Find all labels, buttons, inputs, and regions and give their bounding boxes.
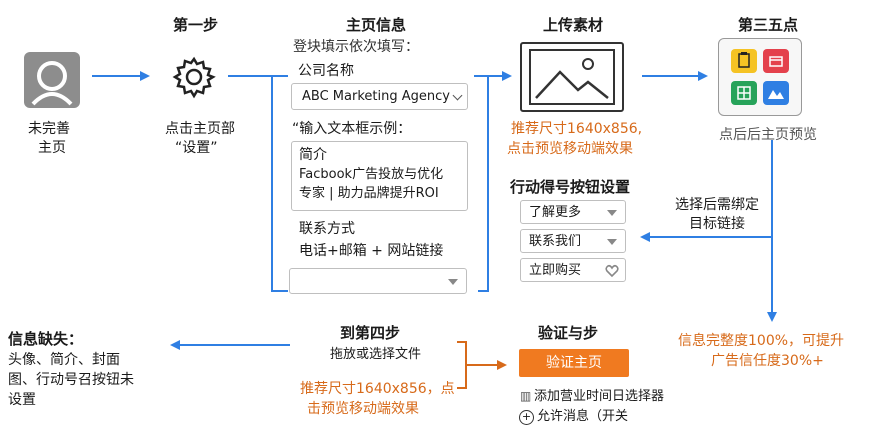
- step4-note-1: 推荐尺寸1640x856，点: [300, 381, 455, 397]
- heart-icon: [605, 263, 619, 282]
- contact-value: 电话+邮箱 + 网站链接: [299, 243, 444, 259]
- step4-title: 到第四步: [340, 324, 401, 342]
- verify-item-1: 添加营业时间日选择器: [534, 389, 665, 404]
- missing-line2: 图、行动号召按钮未: [8, 372, 134, 388]
- bind-note-1: 选择后需绑定: [675, 197, 759, 213]
- cta-option-label: 立即购买: [529, 263, 582, 278]
- settings-caption-2: “设置”: [175, 140, 218, 156]
- empty-select[interactable]: [289, 268, 467, 294]
- calendar-tile-icon: [731, 81, 757, 105]
- info-title: 主页信息: [346, 16, 407, 34]
- intro-textarea[interactable]: 简介 Facbook广告投放与优化 专家 | 助力品牌提升ROI: [291, 141, 468, 211]
- add-circle-icon[interactable]: +: [519, 410, 534, 425]
- verify-item-2: 允许消息（开关: [537, 409, 629, 424]
- verify-title: 验证与步: [538, 324, 599, 342]
- chevron-down-icon: [452, 90, 463, 101]
- info-subtitle: 登块填示依次填写：: [293, 39, 419, 55]
- cta-option-contact-us[interactable]: 联系我们: [520, 229, 626, 253]
- intro-line1: Facbook广告投放与优化: [299, 167, 444, 182]
- preview-panel[interactable]: [718, 38, 802, 116]
- contact-label: 联系方式: [299, 221, 355, 237]
- cta-option-buy-now[interactable]: 立即购买: [520, 258, 626, 282]
- user-caption-1: 未完善: [28, 121, 70, 137]
- step4-note-2: 击预览移动端效果: [307, 401, 419, 417]
- completeness-2: 广告信任度30%+: [711, 353, 824, 369]
- upload-note-1: 推荐尺寸1640x856,: [511, 121, 643, 137]
- user-caption-2: 主页: [38, 140, 66, 156]
- step3-title: 第三五点: [738, 16, 799, 34]
- cta-option-label: 了解更多: [529, 205, 582, 220]
- intro-label: 简介: [299, 147, 327, 163]
- people-tile-icon: [763, 81, 789, 105]
- cta-option-learn-more[interactable]: 了解更多: [520, 200, 626, 224]
- clipboard-tile-icon: [731, 49, 757, 73]
- dropdown-triangle-icon: [607, 210, 617, 216]
- missing-line1: 头像、简介、封面: [8, 352, 120, 368]
- company-select[interactable]: ABC Marketing Agency: [291, 83, 468, 110]
- verify-button[interactable]: 验证主页: [519, 349, 629, 377]
- upload-note-2: 点击预览移动端效果: [507, 141, 633, 157]
- company-label: 公司名称: [298, 63, 354, 79]
- image-upload-icon[interactable]: [520, 42, 624, 112]
- upload-title: 上传素材: [543, 16, 604, 34]
- missing-line3: 设置: [8, 392, 36, 408]
- settings-caption-1: 点击主页部: [165, 121, 235, 137]
- example-label: “输入文本框示例：: [292, 121, 412, 137]
- cta-option-label: 联系我们: [529, 234, 582, 249]
- step3-caption: 点后后主页预览: [719, 127, 817, 143]
- info-bracket-left: [271, 76, 288, 292]
- missing-title: 信息缺失：: [8, 330, 84, 348]
- dropdown-triangle-icon: [607, 239, 617, 245]
- user-avatar-icon: [24, 52, 80, 108]
- intro-line2: 专家 | 助力品牌提升ROI: [299, 186, 439, 201]
- company-value: ABC Marketing Agency: [302, 89, 450, 104]
- bind-note-2: 目标链接: [689, 216, 745, 232]
- info-bracket-right: [474, 75, 489, 292]
- completeness-1: 信息完整度100%，可提升: [678, 333, 845, 349]
- orange-bracket: [457, 341, 467, 389]
- step4-subtitle: 拖放或选择文件: [330, 347, 422, 362]
- gear-icon[interactable]: [172, 55, 216, 99]
- shop-tile-icon: [763, 49, 789, 73]
- business-hours-icon: ▥: [520, 389, 532, 403]
- cta-title: 行动得号按钮设置: [510, 178, 631, 196]
- dropdown-triangle-icon: [448, 279, 458, 285]
- step1-title: 第一步: [173, 16, 219, 34]
